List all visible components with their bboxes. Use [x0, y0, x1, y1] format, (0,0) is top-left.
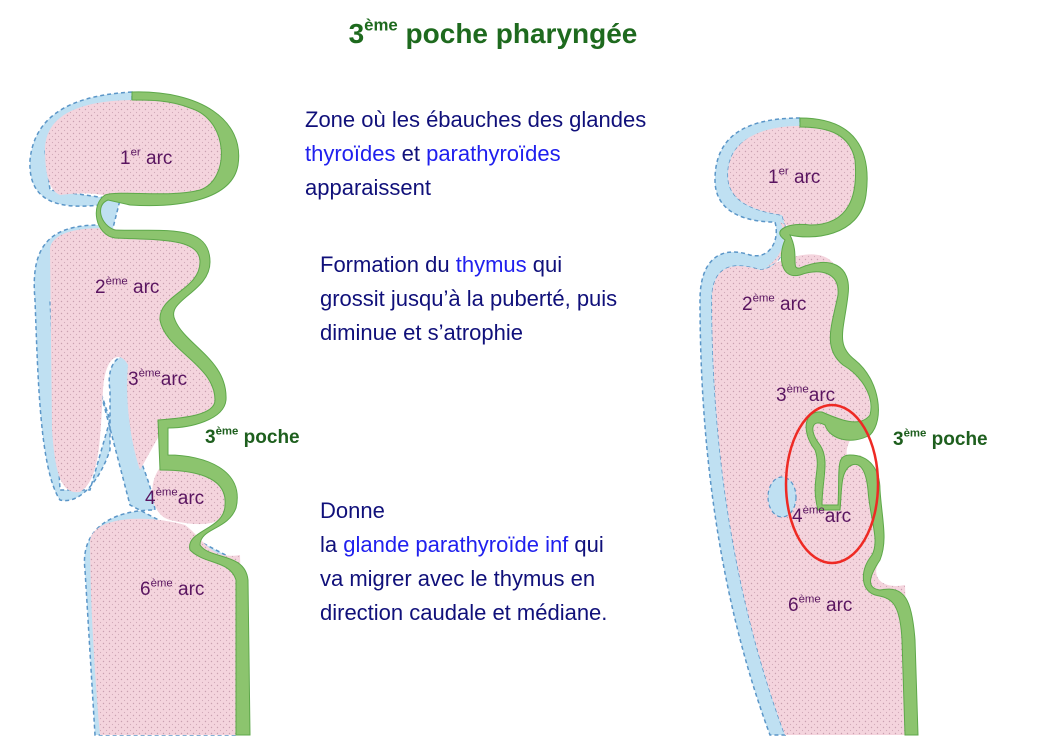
title-number: 3 — [348, 18, 365, 49]
left-label-poche: 3ème poche — [205, 425, 300, 448]
left-diagram — [29, 91, 251, 736]
left-label-arc4: 4èmearc — [145, 486, 205, 509]
right-label-poche: 3ème poche — [893, 427, 988, 450]
title-sup: ème — [364, 15, 398, 35]
left-label-arc3: 3èmearc — [128, 367, 188, 390]
text: et — [395, 141, 427, 166]
text: la — [320, 532, 344, 557]
slide-title: 3ème poche pharyngée — [0, 15, 986, 50]
left-arc1 — [45, 100, 233, 199]
highlight-thyroides: thyroïdes — [305, 141, 396, 166]
left-arc6 — [90, 518, 245, 735]
left-label-arc6: 6ème arc — [140, 577, 205, 600]
right-label-arc2: 2ème arc — [742, 292, 807, 315]
left-label-arc1: 1er arc — [120, 146, 173, 169]
highlight-thymus: thymus — [455, 252, 527, 277]
text: Zone où les ébauches des glandes — [305, 107, 647, 132]
paragraph-thymus: Formation du thymus qui grossit jusqu’à … — [320, 248, 617, 350]
paragraph-donne: Donne la glande parathyroïde inf qui va … — [320, 494, 607, 630]
right-diagram — [699, 117, 919, 736]
text: qui — [526, 252, 563, 277]
text: Donne — [320, 498, 385, 523]
right-label-arc6: 6ème arc — [788, 593, 853, 616]
text: va migrer avec le thymus en — [320, 566, 596, 591]
text: apparaissent — [305, 175, 431, 200]
title-text: poche pharyngée — [397, 18, 638, 49]
text: diminue et s’atrophie — [320, 320, 524, 345]
right-label-arc3: 3èmearc — [776, 383, 836, 406]
right-endoderm — [779, 117, 919, 736]
text: direction caudale et médiane. — [320, 600, 608, 625]
highlight-circle — [784, 403, 880, 565]
right-label-arc4: 4èmearc — [792, 504, 852, 527]
highlight-parathyroide-inf: glande parathyroïde inf — [343, 532, 569, 557]
text: qui — [568, 532, 604, 557]
paragraph-zone: Zone où les ébauches des glandes thyroïd… — [305, 103, 646, 205]
text: Formation du — [320, 252, 456, 277]
left-endoderm — [95, 91, 251, 736]
highlight-parathyroides: parathyroïdes — [426, 141, 561, 166]
left-label-arc2: 2ème arc — [95, 275, 160, 298]
right-label-arc1: 1er arc — [768, 165, 821, 188]
text: grossit jusqu’à la puberté, puis — [320, 286, 618, 311]
